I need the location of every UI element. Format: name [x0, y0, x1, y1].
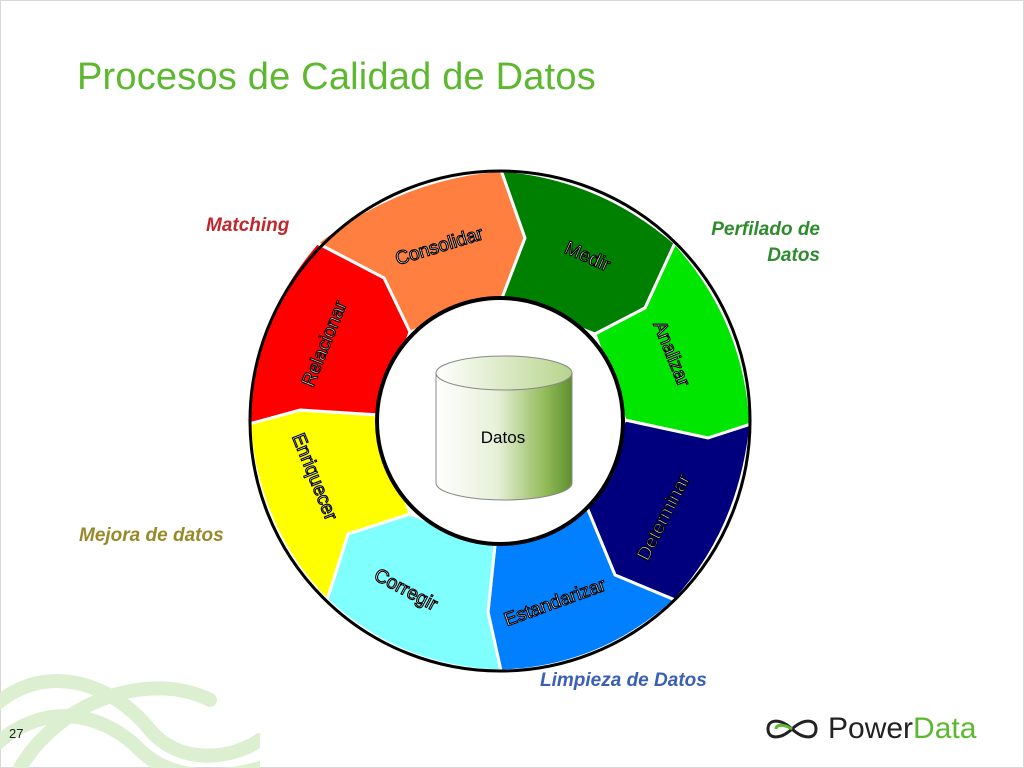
logo-text: PowerData: [828, 712, 976, 746]
slide-title: Procesos de Calidad de Datos: [77, 56, 596, 98]
group-label-perfilado-line2: Datos: [767, 245, 820, 266]
group-label-perfilado: Perfilado de Datos: [680, 217, 820, 269]
group-label-perfilado-line1: Perfilado de: [711, 219, 820, 240]
logo-text-main: Power: [828, 712, 914, 745]
group-label-matching: Matching: [206, 215, 290, 236]
center-label: Datos: [481, 428, 525, 447]
group-label-mejora: Mejora de datos: [79, 525, 224, 546]
powerdata-logo: PowerData: [764, 710, 994, 750]
infinity-logo-icon: [766, 719, 818, 739]
page-number: 27: [9, 726, 24, 741]
decorative-curves: [0, 674, 260, 768]
group-label-limpieza: Limpieza de Datos: [540, 670, 707, 691]
logo-text-accent: Data: [913, 712, 977, 745]
cycle-ring: [247, 168, 753, 673]
database-cylinder-icon: [435, 355, 573, 501]
